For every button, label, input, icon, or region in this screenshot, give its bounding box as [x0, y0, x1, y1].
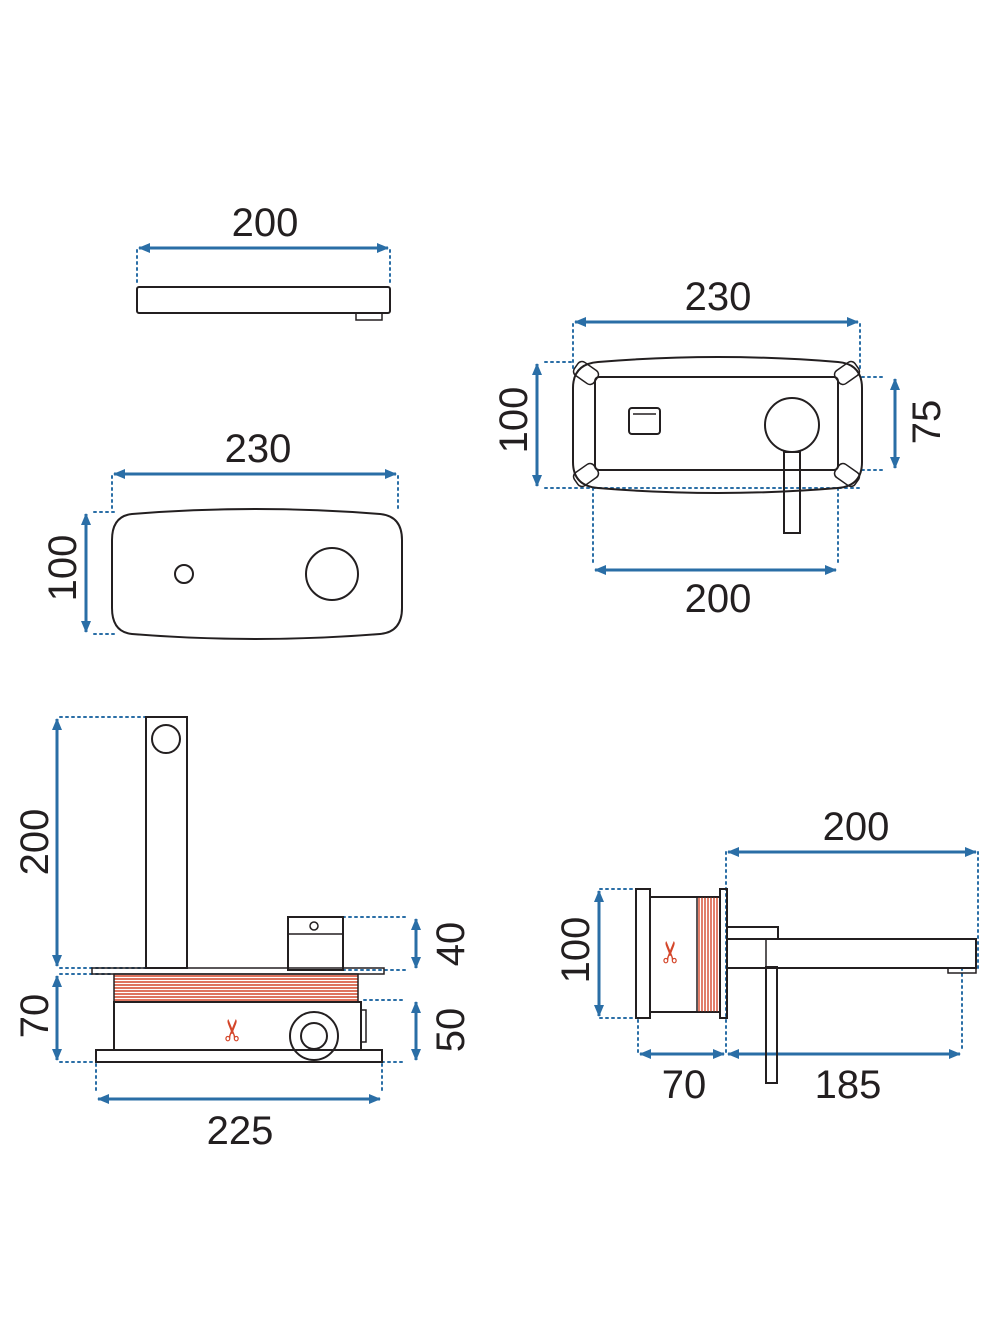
side-thread-section — [698, 897, 718, 1012]
top-view: 230 100 75 200 — [492, 275, 949, 621]
top-view-bottom-width-label: 200 — [685, 577, 752, 621]
thread-section — [114, 975, 358, 1001]
plate-side-width-label: 200 — [232, 201, 299, 245]
extension-line — [93, 475, 399, 635]
top-view-body — [594, 376, 839, 471]
side-view: 200 100 70 185 ✂ — [554, 805, 979, 1107]
extension-line — [136, 249, 391, 285]
plate-front-height-label: 100 — [41, 535, 85, 602]
top-view-left-height-label: 100 — [492, 387, 536, 454]
side-box-flange — [635, 888, 651, 1019]
cartridge-screw — [309, 921, 319, 931]
side-handle-lever — [765, 966, 778, 1084]
cartridge-label: 40 — [429, 922, 473, 967]
extension-line — [599, 851, 979, 1053]
box-base — [95, 1049, 383, 1063]
top-view-right-height-label: 75 — [905, 400, 949, 445]
scissors-icon: ✂ — [216, 1017, 251, 1042]
spout-outlet — [151, 724, 181, 754]
diverter-hole — [174, 564, 194, 584]
box-front-view: 200 40 70 50 225 ✂ — [13, 716, 473, 1153]
diverter-knob — [628, 407, 661, 435]
spout-length-label: 200 — [823, 805, 890, 849]
box-height-label: 70 — [13, 994, 57, 1039]
mounting-lugs — [572, 360, 861, 488]
plate-tab — [355, 312, 383, 321]
plate-front-view: 230 100 — [41, 427, 403, 640]
spout-body — [145, 716, 188, 969]
body-label: 50 — [429, 1008, 473, 1053]
scissors-icon: ✂ — [654, 939, 689, 964]
valve-wheel-inner — [300, 1022, 328, 1050]
side-height-label: 100 — [554, 917, 598, 984]
projection-label: 185 — [815, 1063, 882, 1107]
spout-height-label: 200 — [13, 809, 57, 876]
depth-label: 70 — [662, 1063, 707, 1107]
spout-top — [783, 451, 801, 534]
plate-profile — [136, 286, 391, 314]
base-width-label: 225 — [207, 1109, 274, 1153]
box-side-tab — [360, 1009, 367, 1043]
top-view-width-label: 230 — [685, 275, 752, 319]
side-handle-base — [726, 926, 779, 940]
side-aerator — [947, 967, 977, 974]
extension-line — [544, 323, 887, 567]
plate-side-view: 200 — [136, 201, 391, 321]
side-spout — [726, 938, 977, 969]
valve-wheel-outer — [289, 1011, 339, 1061]
plate-front-outline — [111, 508, 403, 640]
top-view-plate — [572, 356, 863, 494]
plate-front-width-label: 230 — [225, 427, 292, 471]
handle-cartridge — [287, 916, 344, 971]
handle-hole — [305, 547, 359, 601]
handle-top — [764, 397, 820, 453]
